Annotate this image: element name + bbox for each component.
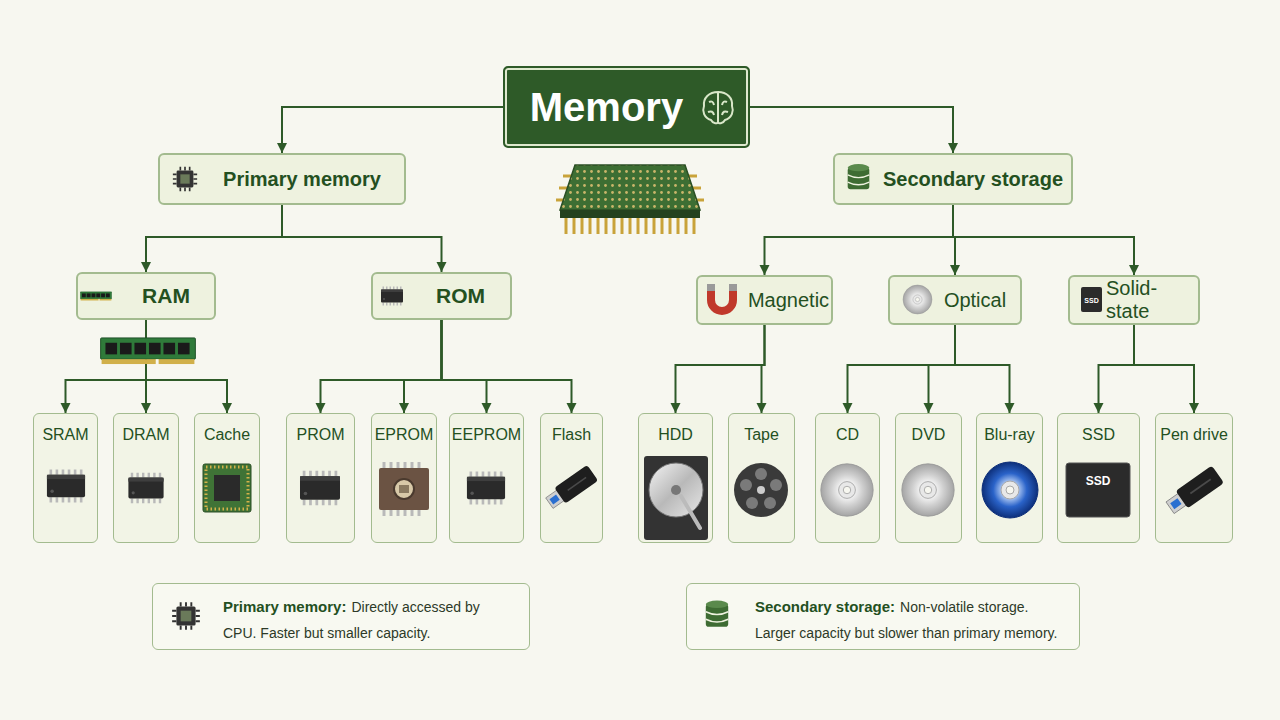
part-label: SSD [1086,475,1111,487]
node-text: SSD [1082,426,1115,444]
node-text: Secondary storage [883,168,1063,191]
node-text: EEPROM [452,426,521,444]
connector-arrow [321,320,442,413]
note-box: Primary memory:Directly accessed by CPU.… [152,583,530,650]
note-heading: Secondary storage: [755,598,895,615]
category-box: Secondary storage [833,153,1073,205]
type-box: ROM [371,272,512,320]
leaf-box: PROM [286,413,355,543]
connector-arrow [404,320,442,413]
connector-arrow [848,325,956,413]
node-text: Blu-ray [984,426,1035,444]
ram-stick [101,338,196,365]
leaf-box: Pen drive [1155,413,1233,543]
connector-arrow [66,320,147,413]
node-text: SRAM [42,426,88,444]
node-text: Cache [204,426,250,444]
category-box: Primary memory [158,153,406,205]
node-text: RAM [142,284,190,308]
node-text: Solid-state [1106,277,1198,323]
connector-arrow [929,325,956,413]
node-text: Magnetic [748,289,829,312]
node-text: PROM [297,426,345,444]
leaf-box: EPROM [371,413,437,543]
connector-arrow [1099,325,1135,413]
leaf-box: Cache [194,413,260,543]
note-heading: Primary memory: [223,598,346,615]
connector-arrow [442,320,487,413]
node-text: Pen drive [1160,426,1228,444]
node-text: ROM [436,284,485,308]
connector-arrow [1134,325,1194,413]
node-text: EPROM [375,426,434,444]
node-text: Primary memory [223,168,381,191]
leaf-box: DVD [895,413,962,543]
leaf-box: Flash [540,413,603,543]
node-text: DRAM [122,426,169,444]
connector-arrow [750,107,953,153]
node-text: CD [836,426,859,444]
connector-arrow [765,205,954,275]
leaf-box: Blu-ray [976,413,1043,543]
connector-arrow [442,320,572,413]
node-text: Tape [744,426,779,444]
type-box: RAM [76,272,216,320]
connector-arrow [282,107,503,153]
type-box: Optical [888,275,1022,325]
leaf-box: HDD [638,413,713,543]
node-text: Flash [552,426,591,444]
connector-arrow [676,325,765,413]
connector-arrow [955,325,1010,413]
node-text: Optical [944,289,1006,312]
node-text: Memory [530,85,683,130]
node-text: HDD [658,426,693,444]
leaf-box: CD [815,413,880,543]
note-box: Secondary storage:Non-volatile storage. … [686,583,1080,650]
root-box: Memory [503,66,750,148]
cpu-illustration [556,165,704,234]
connector-arrow [282,205,442,272]
type-box: Magnetic [696,275,833,325]
connector-arrow [146,320,227,413]
connector-arrow [762,325,765,413]
node-text: DVD [912,426,946,444]
leaf-box: EEPROM [449,413,524,543]
leaf-box: Tape [728,413,795,543]
leaf-box: SRAM [33,413,98,543]
part-label: SSD [1084,296,1098,303]
leaf-box: DRAM [113,413,179,543]
connector-arrow [146,205,282,272]
connector-arrow [953,205,1134,275]
